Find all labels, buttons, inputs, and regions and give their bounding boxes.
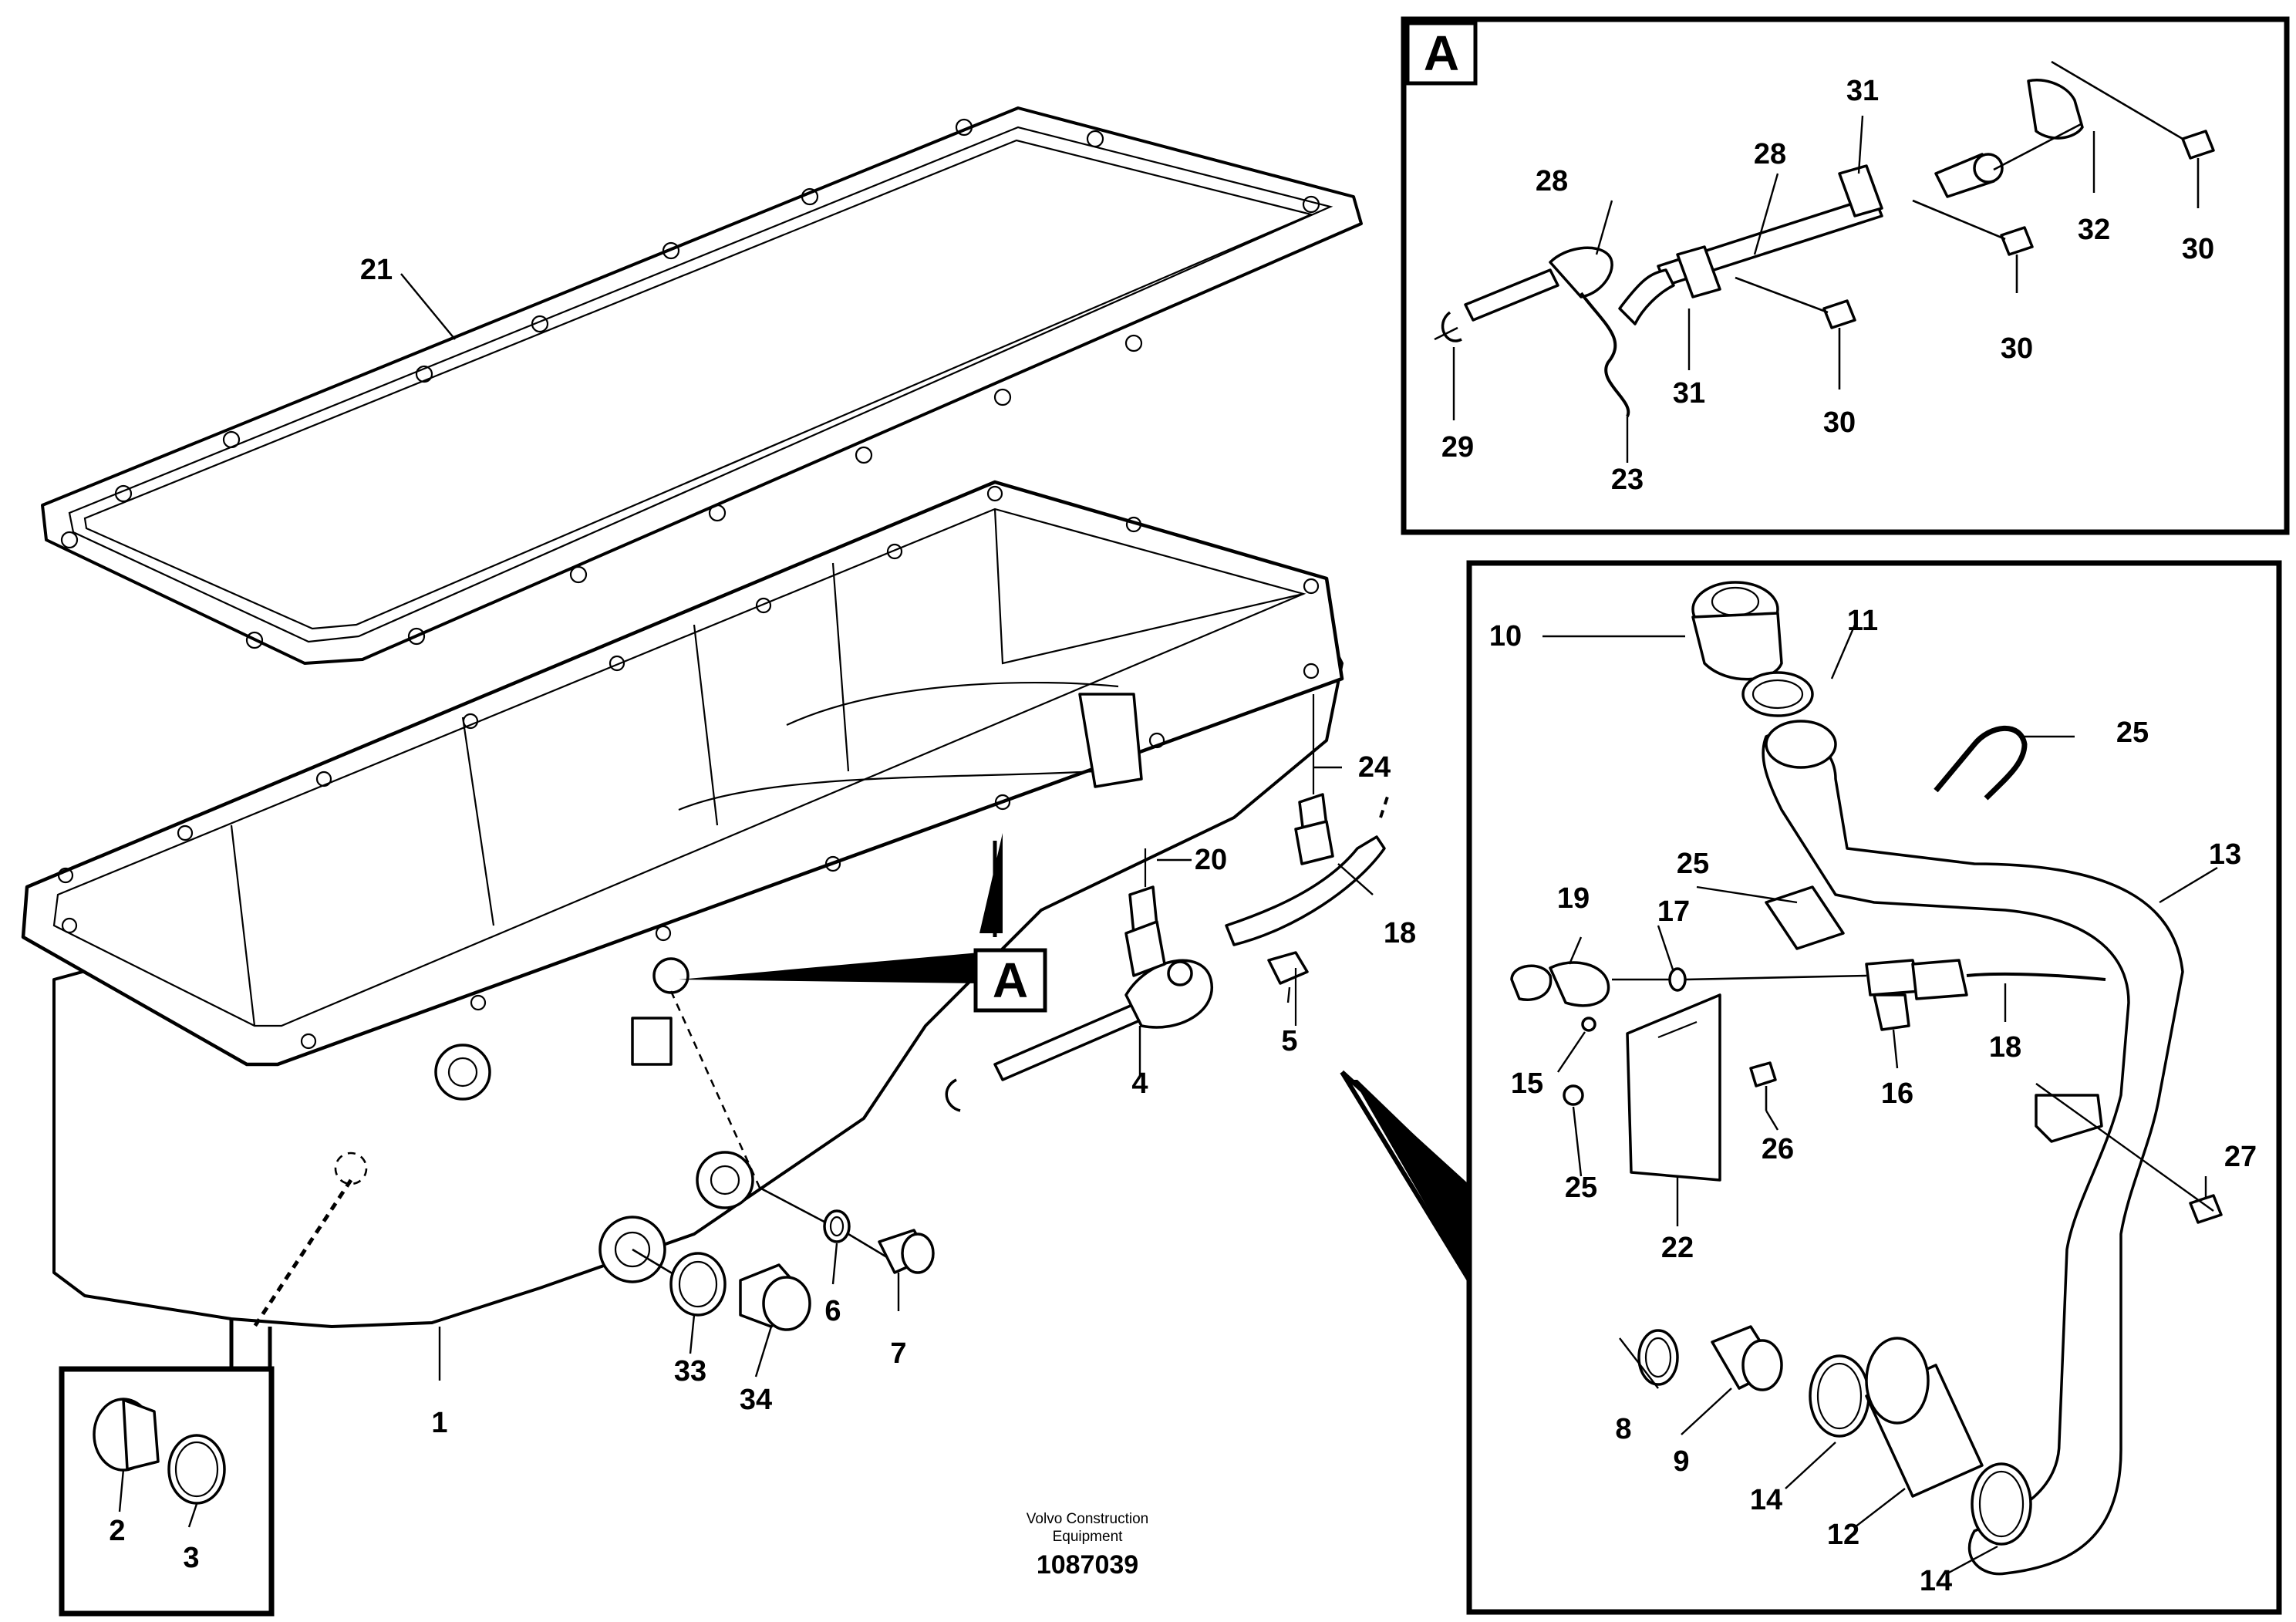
callout-17: 17 — [1657, 895, 1690, 928]
callout-25-b: 25 — [1677, 848, 1709, 880]
callout-29: 29 — [1441, 431, 1474, 464]
callout-30-b: 30 — [2001, 332, 2033, 365]
callout-24: 24 — [1358, 751, 1391, 784]
callout-23: 23 — [1611, 464, 1644, 496]
callout-20: 20 — [1195, 844, 1227, 876]
o-ring-3 — [167, 1434, 226, 1505]
callout-10: 10 — [1489, 620, 1522, 653]
callout-30-a: 30 — [2182, 233, 2214, 265]
bolt-30-c — [1822, 299, 1856, 389]
callout-4: 4 — [1131, 1067, 1148, 1100]
callout-5: 5 — [1281, 1025, 1297, 1057]
credit-line-2: Equipment — [1053, 1529, 1124, 1545]
plug-2 — [93, 1398, 160, 1472]
callout-31-b: 31 — [1673, 377, 1705, 410]
callout-19: 19 — [1557, 882, 1590, 915]
callout-3: 3 — [183, 1542, 199, 1574]
callout-14-b: 14 — [1920, 1565, 1952, 1597]
hose-clamp-14-a — [1809, 1354, 1870, 1438]
bolt-30-b — [2000, 226, 2034, 293]
dipstick-line — [1684, 959, 2106, 1000]
oil-pan-gasket — [41, 106, 1363, 665]
o-ring-4 — [945, 1078, 961, 1112]
callout-18-main: 18 — [1384, 917, 1416, 949]
callout-1: 1 — [431, 1407, 447, 1439]
bolt-5 — [1267, 951, 1309, 1026]
callout-33: 33 — [674, 1355, 706, 1388]
drawing-number: 1087039 — [1037, 1550, 1138, 1580]
credit-block: Volvo Construction Equipment 1087039 — [1027, 1511, 1148, 1580]
clamp-31-a — [1838, 164, 1883, 218]
callout-28-b: 28 — [1754, 138, 1786, 170]
callout-9: 9 — [1673, 1445, 1689, 1478]
dipstick-19 — [1510, 961, 1674, 1007]
callout-30-c: 30 — [1823, 406, 1856, 439]
inset-drain-plug — [59, 1366, 275, 1617]
adapter-9 — [1711, 1325, 1783, 1391]
dipstick-tube-18 — [1225, 794, 1390, 946]
callout-11: 11 — [1847, 605, 1878, 637]
callout-13: 13 — [2209, 838, 2241, 871]
callout-2: 2 — [109, 1515, 125, 1547]
sealing-ring-11 — [1741, 671, 1814, 717]
dipstick-28 — [1464, 246, 1630, 417]
callout-labels: 21 1 2 3 4 5 6 7 33 34 20 24 18 28 28 31… — [109, 75, 2257, 1597]
sensor-24 — [1294, 694, 1334, 865]
callout-21: 21 — [360, 254, 393, 286]
callout-25-c: 25 — [1565, 1172, 1597, 1204]
callout-34: 34 — [740, 1384, 772, 1416]
callout-6: 6 — [824, 1295, 841, 1327]
callout-14-a: 14 — [1750, 1484, 1782, 1516]
tube-28 — [1618, 195, 1883, 325]
sensor-32 — [1934, 79, 2084, 198]
bolt-30-a — [2181, 130, 2215, 208]
bracket-27 — [2035, 1094, 2223, 1224]
callout-8: 8 — [1615, 1413, 1631, 1445]
callout-7: 7 — [890, 1337, 906, 1370]
callout-15: 15 — [1511, 1067, 1543, 1100]
callout-25-a: 25 — [2116, 717, 2149, 749]
dipstick-guide-4 — [993, 959, 1214, 1081]
callout-18-inset: 18 — [1989, 1031, 2021, 1064]
holder-16 — [1873, 993, 1910, 1031]
callout-28-a: 28 — [1536, 165, 1568, 197]
plug-7 — [878, 1229, 935, 1274]
drain-plug-34 — [739, 1263, 811, 1331]
o-ring-17 — [1668, 967, 1687, 992]
callout-16: 16 — [1881, 1077, 1913, 1110]
callout-22: 22 — [1661, 1232, 1694, 1264]
credit-line-1: Volvo Construction — [1027, 1511, 1148, 1527]
callout-26: 26 — [1762, 1133, 1794, 1165]
sealing-ring-8 — [1637, 1329, 1679, 1386]
callout-32: 32 — [2078, 214, 2110, 246]
svg-text:A: A — [1424, 25, 1459, 81]
sealing-ring-33 — [669, 1252, 727, 1317]
view-a-inset-label: A — [1405, 21, 1478, 86]
nut-25 — [1563, 1084, 1584, 1106]
callout-27: 27 — [2224, 1141, 2257, 1173]
u-bolt-25-top — [1934, 725, 2028, 801]
sensor-20 — [1124, 848, 1166, 977]
leader-21 — [400, 273, 456, 340]
bracket-25-mid — [1765, 885, 1845, 950]
hose-clamp-14-b — [1971, 1462, 2032, 1546]
hose-12 — [1865, 1337, 1984, 1498]
washer-6 — [823, 1209, 851, 1243]
clamp-31-b — [1676, 245, 1721, 298]
filler-pipe-13 — [1762, 720, 2184, 1576]
view-a-marker: A — [973, 948, 1047, 1013]
callout-31-a: 31 — [1846, 75, 1879, 107]
section-pointer — [679, 953, 979, 983]
bracket-22 — [1626, 993, 1721, 1182]
filler-cap-10 — [1691, 581, 1783, 681]
screw-15 — [1581, 1017, 1596, 1032]
bolt-26 — [1749, 1061, 1777, 1111]
svg-text:A: A — [993, 953, 1028, 1008]
callout-12: 12 — [1827, 1519, 1859, 1551]
